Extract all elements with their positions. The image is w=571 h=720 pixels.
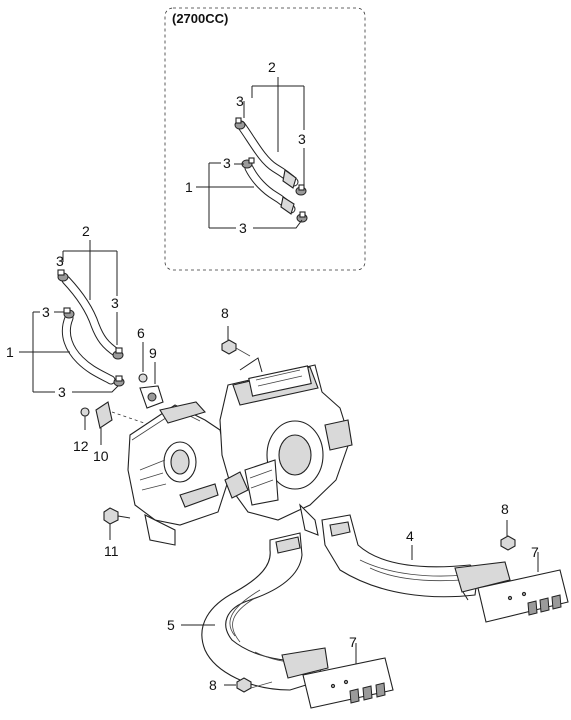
main-clamp-b [112,347,124,360]
inset-border [164,7,366,271]
bolt-8-bottom [224,677,273,693]
main-label-12: 12 [73,438,89,454]
screw-12 [80,407,90,430]
main-label-8-right: 8 [501,501,509,517]
main-label-7-right: 7 [531,544,539,560]
inset-leader-2 [251,77,305,152]
main-label-6: 6 [137,325,145,341]
inset-label-3-bottom: 3 [239,220,247,236]
part-10 [95,401,151,445]
main-label-10: 10 [93,448,109,464]
main-label-3-d: 3 [58,384,66,400]
main-label-2: 2 [82,223,90,239]
main-label-11: 11 [104,543,119,559]
main-label-3-a: 3 [56,253,64,269]
inset-clamp-1 [234,117,246,130]
main-label-8-top: 8 [221,305,229,321]
inset-hose-upper [236,120,299,189]
bolt-8-right [500,520,516,551]
inset-label-2: 2 [268,59,276,75]
main-label-9: 9 [149,345,157,361]
main-clamp-a [57,269,69,282]
inset-hose-lower [244,163,296,215]
inset-label-1: 1 [185,179,193,195]
main-label-8-bottom: 8 [209,677,217,693]
duct-4 [321,514,511,601]
inset-label-3-right: 3 [298,131,306,147]
main-leader-1 [19,311,70,393]
main-hose-lower [61,313,116,385]
bolt-8-top [221,326,251,357]
bolt-11 [103,507,131,540]
duct-5 [201,532,329,691]
main-leader-2 [62,240,118,300]
main-hose-upper [61,275,122,358]
inset-clamp-3 [241,157,255,169]
inset-label-3-mid: 3 [223,155,231,171]
inset-clamp-2 [295,184,307,196]
inset-clamp-4 [296,211,308,223]
main-label-4: 4 [406,528,414,544]
main-label-5: 5 [167,617,175,633]
inset-2700cc: (2700CC) 2 3 3 3 1 3 [164,7,366,271]
main-label-3-b: 3 [111,295,119,311]
heater-unit [127,357,353,546]
inset-label-3-left: 3 [236,93,244,109]
main-label-1: 1 [6,344,14,360]
main-leader-3d [72,385,119,393]
main-label-7-bottom: 7 [349,634,357,650]
part-9-gasket [139,362,164,409]
main-clamp-c [63,307,75,319]
inset-leader-1 [196,162,254,229]
inset-leader-3d [253,219,303,229]
inset-title: (2700CC) [172,11,228,26]
part-6 [138,342,148,383]
main-clamp-d [113,375,125,387]
main-label-3-c: 3 [42,304,50,320]
cover-7-right [477,552,569,623]
cover-7-bottom [302,643,394,709]
